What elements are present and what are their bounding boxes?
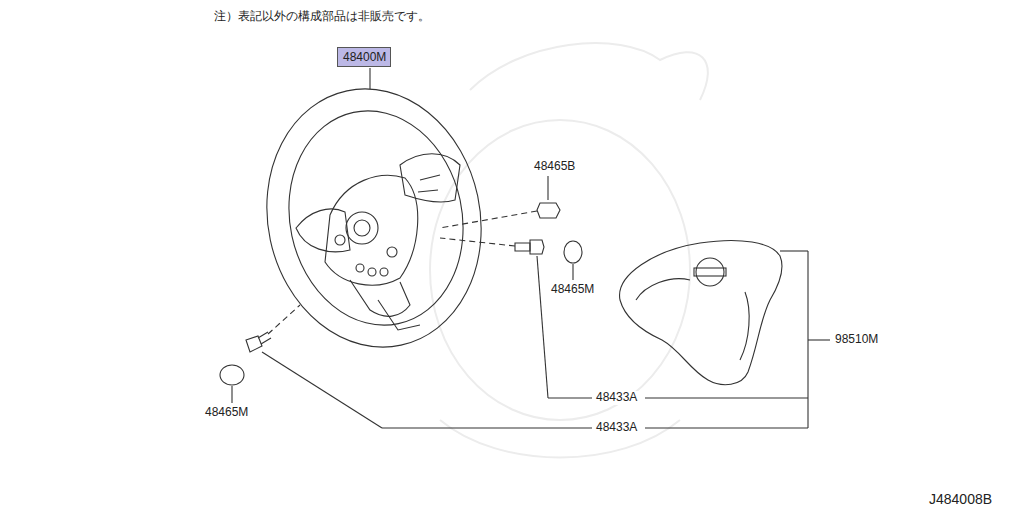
- bracket: [645, 251, 830, 428]
- leader-line: [369, 68, 370, 89]
- bolt: [440, 238, 592, 398]
- cap: [220, 365, 244, 403]
- callout-number: 48465B: [533, 160, 576, 174]
- callout-number: 48433A: [595, 391, 638, 405]
- part-number: 48400M: [343, 51, 385, 65]
- part-number-box: 48400M: [337, 47, 391, 67]
- drawing-number: J484008B: [928, 491, 993, 507]
- callout-number: 98510M: [834, 333, 879, 347]
- note: 注）表記以外の構成部品は非販売です。: [213, 10, 431, 24]
- nut: [440, 176, 560, 228]
- airbag-pad: [620, 241, 782, 385]
- callout-number: 48465M: [550, 283, 595, 297]
- callout-number: 48433A: [595, 421, 638, 435]
- watermark: [430, 43, 708, 457]
- bolt: [246, 305, 592, 428]
- cap: [564, 241, 582, 280]
- steering-wheel: [243, 69, 504, 367]
- callout-number: 48465M: [204, 406, 249, 420]
